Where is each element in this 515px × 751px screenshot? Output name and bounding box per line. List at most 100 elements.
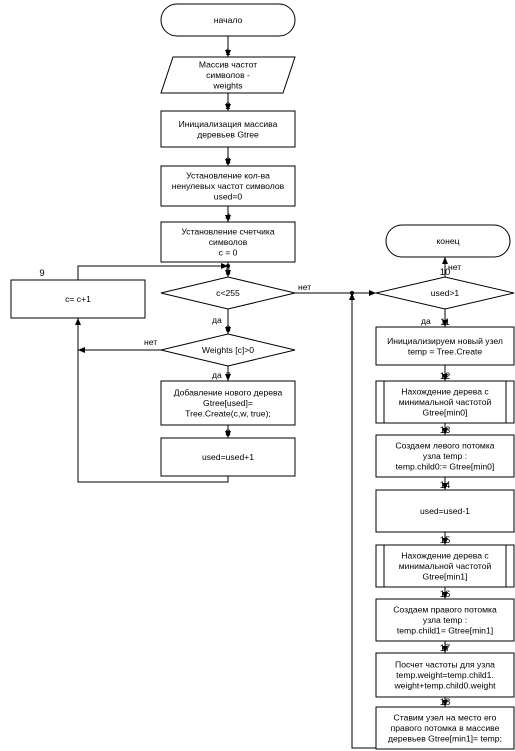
junction-dot [350, 291, 354, 295]
node-n7: Добавление нового дереваGtree[used]=Tree… [160, 371, 296, 426]
node-number: 9 [39, 268, 44, 279]
node-text-line: Установление кол-ва [186, 171, 270, 181]
node-text-line: c= c+1 [65, 294, 91, 304]
node-n9: c= c+1 9 [10, 268, 146, 319]
process-box [375, 706, 515, 750]
edge-label-l6yes: да [212, 370, 222, 380]
node-text-line: правого потомка в массиве [391, 723, 500, 733]
node-text-line: temp.child1= Gtree[min1] [397, 626, 493, 636]
node-n14: used=used-114 [375, 480, 515, 533]
node-text-line: начало [214, 15, 243, 25]
process-box [160, 110, 296, 148]
node-text-line: c = 0 [219, 248, 238, 258]
node-number: 4 [225, 212, 230, 223]
junction-dot [226, 264, 230, 268]
node-number: 8 [225, 428, 230, 439]
node-text-line: Добавление нового дерева [174, 388, 283, 398]
edge-8-to-9 [75, 318, 229, 483]
node-text-line: temp = Tree.Create [408, 346, 482, 356]
node-number: 14 [440, 480, 451, 491]
terminator [160, 3, 296, 37]
process-box [160, 437, 296, 477]
process-box [160, 380, 296, 426]
io-box [160, 56, 296, 94]
process-box [160, 221, 296, 263]
node-text-line: минимальной частотой [399, 561, 492, 571]
subprocess-box [375, 544, 515, 588]
node-text-line: Инициализация массива [179, 119, 278, 129]
node-text-line: символов - [206, 70, 250, 80]
node-text-line: temp.child0:= Gtree[min0] [396, 462, 495, 472]
edge-label-l10yes: да [421, 316, 431, 326]
subprocess-box [375, 380, 515, 424]
node-text-line: узла temp : [423, 451, 467, 461]
process-box [375, 326, 515, 366]
node-text-line: Нахождение дерева с [401, 387, 489, 397]
node-text-line: узла temp : [423, 615, 467, 625]
node-number: 7 [225, 371, 230, 382]
node-text-line: used=used+1 [202, 452, 254, 462]
edge-label-l10no: нет [448, 262, 461, 272]
decision-diamond [375, 276, 515, 310]
node-n10: used>1 10 [375, 267, 515, 310]
node-text-line: Tree.Create(c,w, true); [185, 409, 271, 419]
node-text-line: конец [436, 236, 459, 246]
decision-diamond [160, 276, 296, 310]
node-n6: Weights [c]>0 6 [160, 324, 296, 367]
node-number: 2 [225, 101, 230, 112]
node-text-line: weights [212, 81, 242, 91]
node-number: 10 [440, 267, 451, 278]
node-number: 16 [440, 589, 451, 600]
node-n5: c<255 5 [160, 267, 296, 310]
node-text-line: Создаем правого потомка [393, 605, 497, 615]
node-text-line: Ставим узел на место его [394, 713, 497, 723]
process-box [375, 598, 515, 642]
edge-label-l5yes: да [212, 315, 222, 325]
node-text-line: weight+temp.child0.weight [393, 681, 496, 691]
node-text-line: Gtree[used]= [203, 398, 253, 408]
node-text-line: минимальной частотой [399, 397, 492, 407]
node-number: 18 [440, 697, 451, 708]
node-number: 15 [440, 535, 451, 546]
process-box [375, 652, 515, 698]
node-start: начало [160, 3, 296, 37]
node-text-line: деревьев Gtree[min1]= temp; [388, 734, 502, 744]
process-box [375, 489, 515, 533]
node-text-line: символов [209, 237, 248, 247]
node-text-line: Массив частот [199, 60, 257, 70]
edge-label-l5no: нет [298, 282, 311, 292]
node-number: 1 [225, 47, 230, 58]
process-box [160, 165, 296, 207]
node-text-line: Посчет частоты для узла [395, 660, 495, 670]
node-number: 13 [440, 425, 451, 436]
process-box [10, 279, 146, 319]
node-text-line: Установление счетчика [181, 227, 275, 237]
node-text-line: Weights [c]>0 [202, 345, 254, 355]
node-text-line: Gtree[min1] [423, 572, 468, 582]
node-number: 5 [225, 267, 230, 278]
edge-label-l6no: нет [144, 337, 157, 347]
node-number: 6 [225, 324, 230, 335]
node-text-line: c<255 [216, 288, 240, 298]
node-text-line: used>1 [431, 288, 460, 298]
node-text-line: Инициализируем новый узел [387, 336, 503, 346]
node-n8: used=used+1 8 [160, 428, 296, 477]
node-text-line: Нахождение дерева с [401, 551, 489, 561]
node-end: конец [385, 224, 511, 258]
flowchart-edge-labels: нет да нет да нет да [144, 262, 461, 380]
node-text-line: temp.weight=temp.child1. [396, 670, 494, 680]
node-number: 17 [440, 643, 451, 654]
edge-9-to-5 [77, 263, 228, 280]
node-text-line: used=0 [214, 192, 243, 202]
